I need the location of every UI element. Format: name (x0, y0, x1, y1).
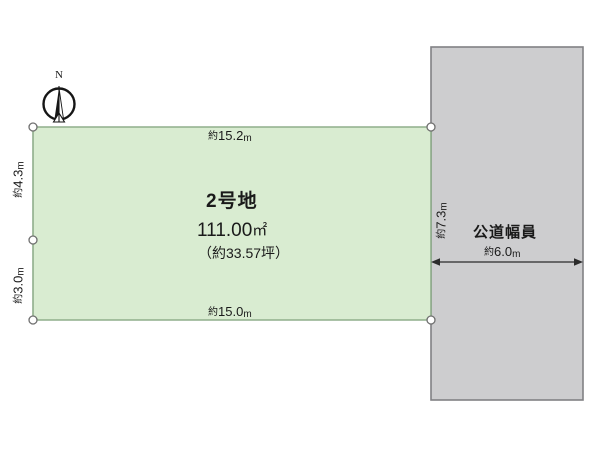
dimension-bottom-unit: m (243, 309, 252, 320)
lot-name-label: 2号地 (206, 191, 258, 212)
compass-rose-icon (42, 86, 76, 123)
dimension-left-upper-unit: m (15, 161, 27, 170)
dimension-road-depth-unit: m (438, 202, 450, 211)
dimension-top-unit: m (243, 133, 252, 144)
lot-area-tsubo-label: （約33.57坪） (198, 245, 290, 261)
vertex-marker-mid-left (28, 235, 38, 245)
dimension-left-lower-prefix: 約 (13, 293, 25, 304)
dimension-road-width-prefix: 約 (484, 247, 494, 258)
dimension-label-road-depth: 約7.3m (433, 191, 450, 251)
compass-north-label: N (55, 69, 63, 81)
public-road-area (430, 46, 584, 401)
dimension-label-top: 約15.2m (208, 129, 252, 144)
dimension-top-value: 15.2 (218, 128, 244, 143)
dimension-road-width-unit: m (512, 249, 521, 260)
dimension-bottom-value: 15.0 (218, 304, 244, 319)
dimension-label-left-upper: 約4.3m (10, 150, 27, 210)
dimension-left-upper-value: 4.3 (10, 169, 26, 188)
vertex-marker-bottom-left (28, 315, 38, 325)
dimension-left-lower-unit: m (15, 267, 27, 276)
dimension-top-prefix: 約 (208, 131, 218, 142)
dimension-road-depth-value: 7.3 (433, 210, 449, 229)
lot-area-number: 111.00 (197, 220, 253, 241)
dimension-road-width-value: 6.0 (494, 244, 513, 259)
dimension-left-lower-value: 3.0 (10, 275, 26, 294)
dimension-label-road-width: 約6.0m (484, 245, 520, 260)
vertex-marker-bottom-right (426, 315, 436, 325)
lot-area-label: 111.00㎡ (197, 221, 267, 240)
public-road-title: 公道幅員 (473, 224, 538, 241)
dimension-label-bottom: 約15.0m (208, 305, 252, 320)
road-width-dimension-arrow (431, 258, 583, 266)
dimension-label-left-lower: 約3.0m (10, 256, 27, 316)
vertex-marker-top-right (426, 122, 436, 132)
vertex-marker-top-left (28, 122, 38, 132)
lot-area-unit: ㎡ (252, 222, 268, 239)
dimension-bottom-prefix: 約 (208, 307, 218, 318)
dimension-left-upper-prefix: 約 (13, 187, 25, 198)
dimension-road-depth-prefix: 約 (436, 228, 448, 239)
